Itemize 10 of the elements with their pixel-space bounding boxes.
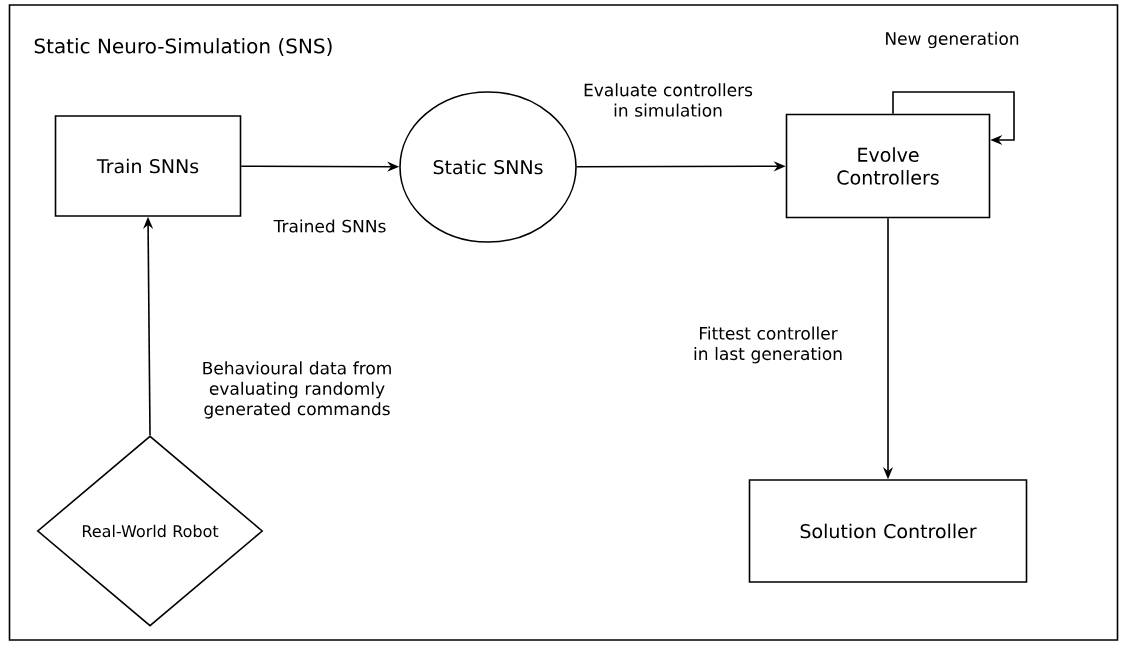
- output-box: Solution Controller: [748, 479, 1028, 583]
- panel-title: Static Neuro-Simulation (SNS): [34, 38, 332, 56]
- edge-label: Fittest controller in last generation: [694, 326, 842, 364]
- edge-label: Behavioural data from evaluating randomly generated commands: [203, 361, 391, 419]
- process-box: Evolve Controllers: [785, 113, 991, 219]
- edge-label: Evaluate controllers in simulation: [584, 83, 753, 117]
- edge-label: Trained SNNs: [273, 219, 386, 233]
- edge-label: New generation: [886, 31, 1019, 49]
- arrow: [892, 91, 1015, 146]
- process-box: Train SNNs: [54, 115, 242, 217]
